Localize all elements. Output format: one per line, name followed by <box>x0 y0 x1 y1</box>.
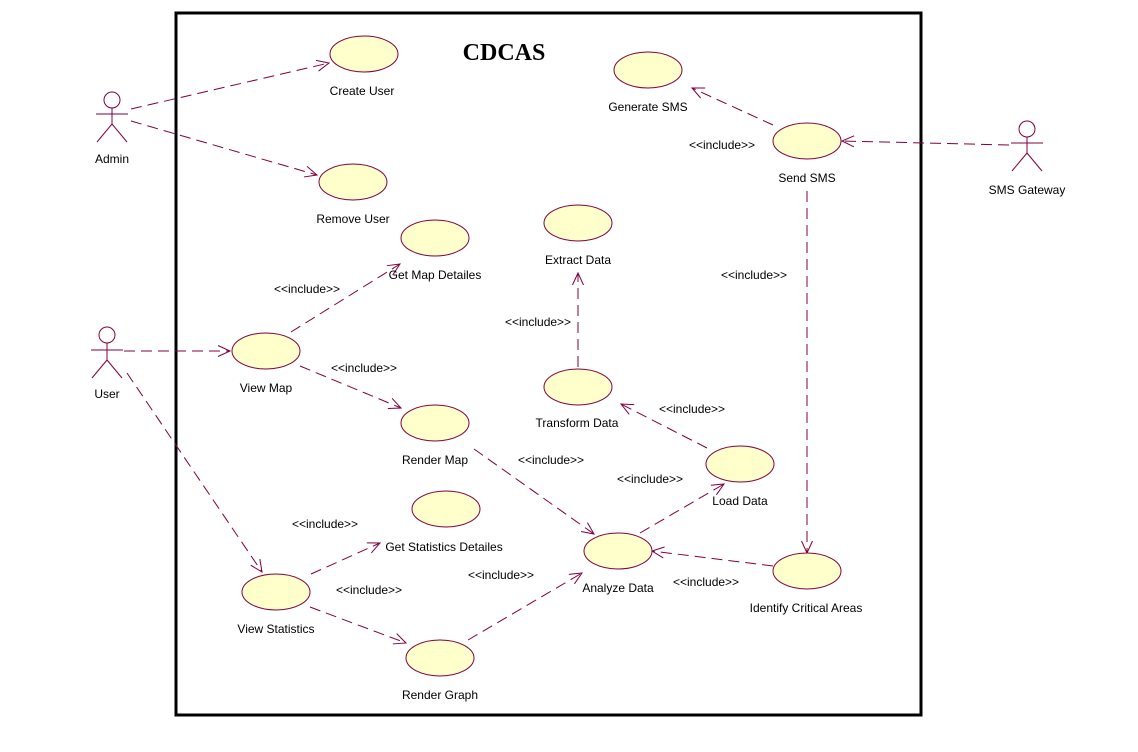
label-include-render-graph-analyze: <<include>> <box>468 568 534 582</box>
use-case-load-data[interactable]: Load Data <box>705 445 775 508</box>
edge-view-statistics-render-graph <box>309 606 408 645</box>
actor-label: Admin <box>95 152 129 166</box>
use-case-render-graph[interactable]: Render Graph <box>402 639 478 702</box>
actor-label: User <box>94 387 119 401</box>
actor-user[interactable]: User <box>91 326 123 401</box>
actor-sms-gateway[interactable]: SMS Gateway <box>989 120 1066 197</box>
use-cases: Create User Remove User Get Map Detailes… <box>231 35 863 702</box>
edge-sms-gateway-send-sms <box>840 135 1010 148</box>
edge-user-view-map <box>124 345 232 357</box>
edge-identify-critical-areas-analyze-data <box>650 546 774 567</box>
edge-transform-data-extract-data <box>572 271 584 367</box>
label-include-get-statistics-detailes: <<include>> <box>292 517 358 531</box>
use-case-extract-data[interactable]: Extract Data <box>543 204 613 267</box>
actors: Admin User SMS Gateway <box>91 91 1066 401</box>
use-case-label: Render Graph <box>402 688 478 702</box>
use-case-label: Remove User <box>316 212 389 226</box>
use-case-label: Identify Critical Areas <box>750 601 863 615</box>
label-include-render-map-analyze: <<include>> <box>518 453 584 467</box>
use-case-get-statistics-detailes[interactable]: Get Statistics Detailes <box>385 490 503 554</box>
label-include-analyze-data: <<include>> <box>673 575 739 589</box>
use-case-create-user[interactable]: Create User <box>329 35 399 98</box>
use-case-label: View Map <box>240 381 293 395</box>
use-case-label: Load Data <box>712 494 768 508</box>
label-include-get-map-detailes: <<include>> <box>274 282 340 296</box>
use-case-label: Send SMS <box>778 171 835 185</box>
use-case-analyze-data[interactable]: Analyze Data <box>582 532 654 595</box>
edge-admin-remove-user <box>130 120 319 178</box>
use-case-transform-data[interactable]: Transform Data <box>536 368 619 430</box>
use-case-generate-sms[interactable]: Generate SMS <box>608 51 688 114</box>
edge-analyze-data-load-data <box>639 483 726 534</box>
edge-view-statistics-get-statistics-detailes <box>310 542 382 575</box>
system-title: CDCAS <box>463 40 546 66</box>
label-include-render-graph: <<include>> <box>336 583 402 597</box>
edge-user-view-statistics <box>126 372 263 573</box>
use-case-label: Render Map <box>402 453 468 467</box>
use-case-label: Transform Data <box>536 416 619 430</box>
label-include-identify-critical-areas: <<include>> <box>721 268 787 282</box>
use-case-label: Extract Data <box>545 253 611 267</box>
use-case-label: Get Map Detailes <box>389 268 482 282</box>
use-case-label: View Statistics <box>237 622 314 636</box>
use-case-label: Analyze Data <box>582 581 654 595</box>
use-case-identify-critical-areas[interactable]: Identify Critical Areas <box>750 552 863 615</box>
edge-admin-create-user <box>130 59 331 110</box>
label-include-extract-data: <<include>> <box>505 315 571 329</box>
use-case-get-map-detailes[interactable]: Get Map Detailes <box>389 219 482 282</box>
label-include-load-data: <<include>> <box>617 472 683 486</box>
use-case-label: Get Statistics Detailes <box>385 540 502 554</box>
edge-send-sms-generate-sms <box>690 87 774 126</box>
actor-admin[interactable]: Admin <box>95 91 129 166</box>
relationship-edges <box>124 59 1010 645</box>
use-case-view-map[interactable]: View Map <box>231 332 301 395</box>
edge-render-graph-analyze-data <box>467 572 584 641</box>
use-case-view-statistics[interactable]: View Statistics <box>237 573 315 636</box>
use-case-send-sms[interactable]: Send SMS <box>772 122 842 185</box>
label-include-generate-sms: <<include>> <box>689 138 755 152</box>
use-case-label: Generate SMS <box>608 100 687 114</box>
actor-label: SMS Gateway <box>989 183 1066 197</box>
use-case-label: Create User <box>330 84 395 98</box>
use-case-render-map[interactable]: Render Map <box>400 404 470 467</box>
edge-labels: <<include>> <<include>> <<include>> <<in… <box>274 138 787 597</box>
system-boundary <box>174 11 923 717</box>
label-include-transform-data: <<include>> <box>659 402 725 416</box>
edge-send-sms-identify-critical-areas <box>801 191 813 555</box>
edge-view-map-render-map <box>299 365 403 409</box>
edge-load-data-transform-data <box>619 403 708 449</box>
use-case-remove-user[interactable]: Remove User <box>316 163 390 226</box>
edge-view-map-get-map-detailes <box>290 263 402 333</box>
edge-render-map-analyze-data <box>473 448 595 535</box>
label-include-render-map: <<include>> <box>331 361 397 375</box>
